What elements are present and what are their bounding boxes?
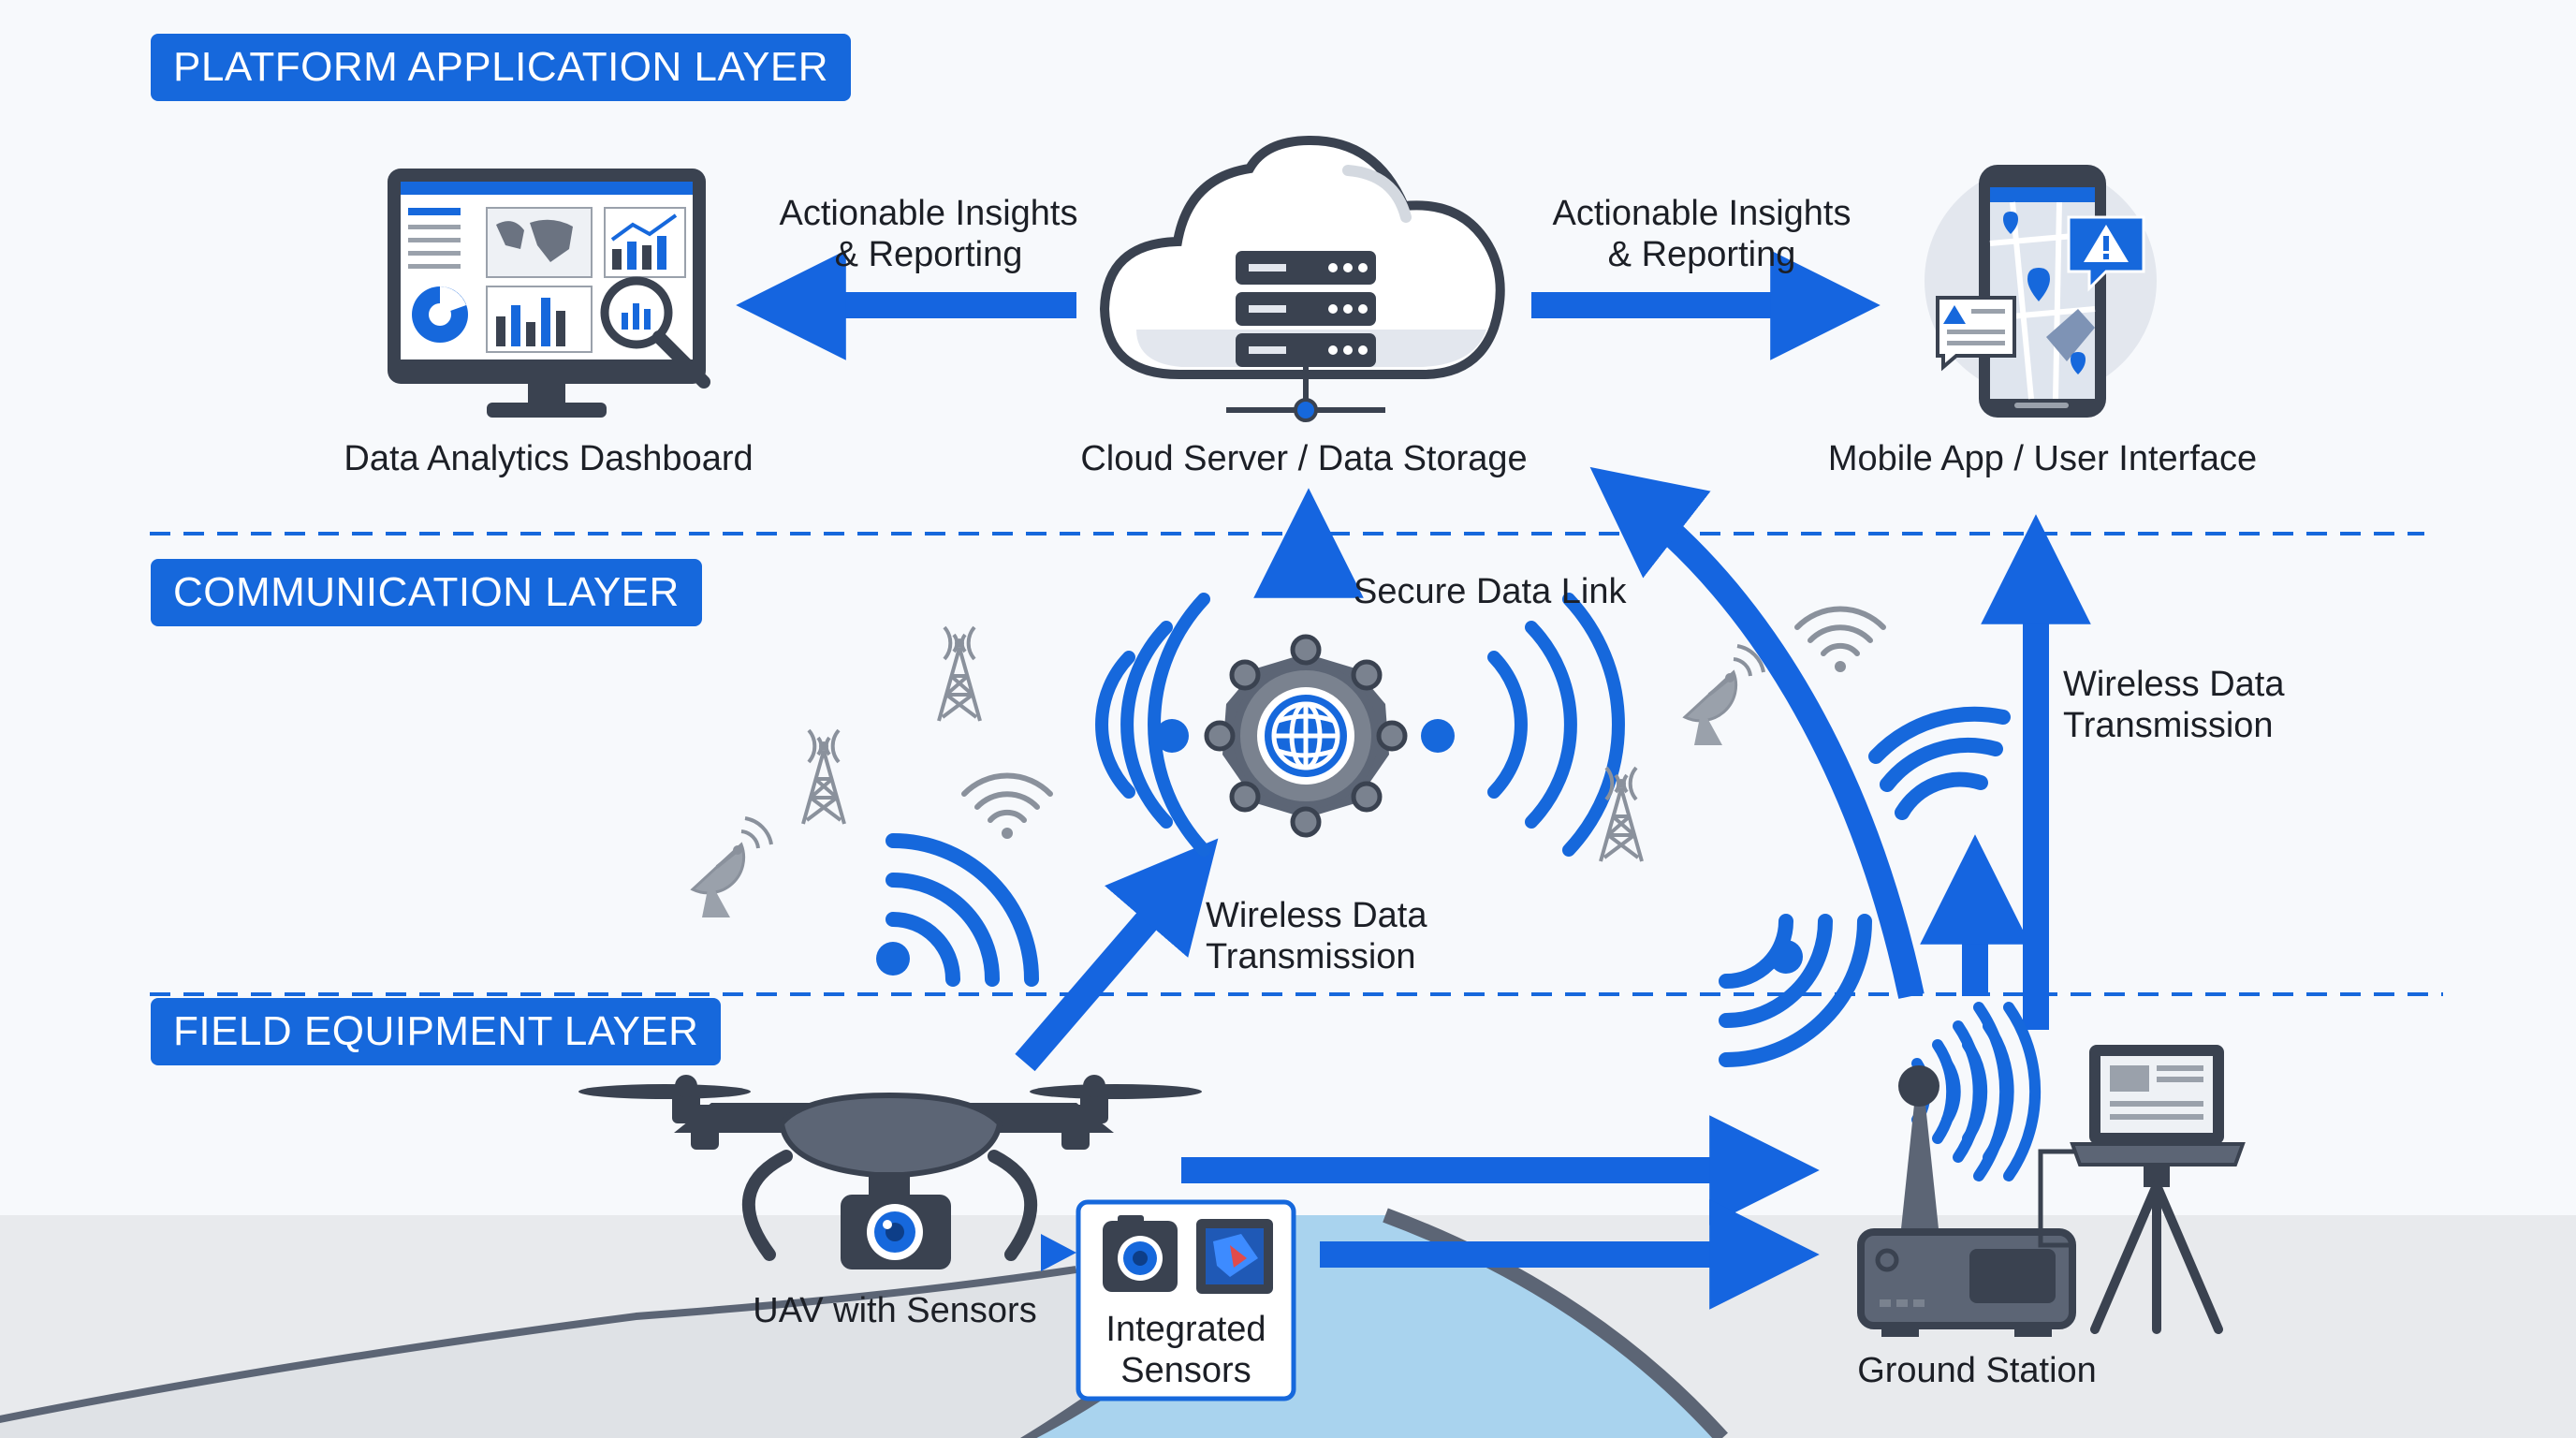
monitor-dashboard-icon xyxy=(388,169,710,418)
wireless-right-label: Wireless Data Transmission xyxy=(2063,665,2285,745)
ground-station-icon xyxy=(1857,1002,2076,1337)
mobile-app-label: Mobile App / User Interface xyxy=(1827,439,2258,478)
wireless-center-label: Wireless Data Transmission xyxy=(1206,896,1427,976)
radio-tower-icon xyxy=(937,625,982,723)
uav-label: UAV with Sensors xyxy=(753,1291,1037,1330)
arrow-ground-to-cloud xyxy=(1589,466,1925,999)
ground-station-label: Ground Station xyxy=(1857,1351,2097,1390)
secure-data-link-label: Secure Data Link xyxy=(1354,572,1627,611)
communication-layer-tag: COMMUNICATION LAYER xyxy=(151,559,702,626)
wifi-signal-icon xyxy=(886,833,1039,987)
wifi-signal-icon xyxy=(964,775,1050,839)
platform-application-layer-tag: PLATFORM APPLICATION LAYER xyxy=(151,34,852,101)
insights-left-label: Actionable Insights & Reporting xyxy=(779,194,1078,274)
satellite-dish-icon xyxy=(691,816,773,919)
integrated-sensors-label: Integrated Sensors xyxy=(1105,1310,1266,1390)
wifi-signal-icon xyxy=(1868,706,2011,820)
insights-right-label: Actionable Insights & Reporting xyxy=(1552,194,1852,274)
network-hub-globe-icon xyxy=(1095,593,1625,857)
arrow-sensors-to-uav xyxy=(1041,1234,1076,1271)
smartphone-map-icon xyxy=(1925,165,2157,418)
radio-tower-icon xyxy=(801,728,846,826)
flow-arrows xyxy=(736,250,2091,1310)
camera-sensor-icon xyxy=(1076,1199,1296,1401)
satellite-dish-icon xyxy=(1683,644,1765,747)
arrow-uav-to-hub xyxy=(1015,838,1219,1072)
cloud-server-icon xyxy=(1099,135,1505,422)
field-equipment-layer-tag: FIELD EQUIPMENT LAYER xyxy=(151,998,722,1065)
wifi-signal-icon xyxy=(1797,609,1883,672)
drone-icon xyxy=(578,1075,1202,1269)
cloud-server-label: Cloud Server / Data Storage xyxy=(1080,439,1528,478)
wifi-signal-icon xyxy=(1719,914,1872,1067)
laptop-tripod-icon xyxy=(2038,1045,2246,1334)
dashboard-label: Data Analytics Dashboard xyxy=(344,439,754,478)
